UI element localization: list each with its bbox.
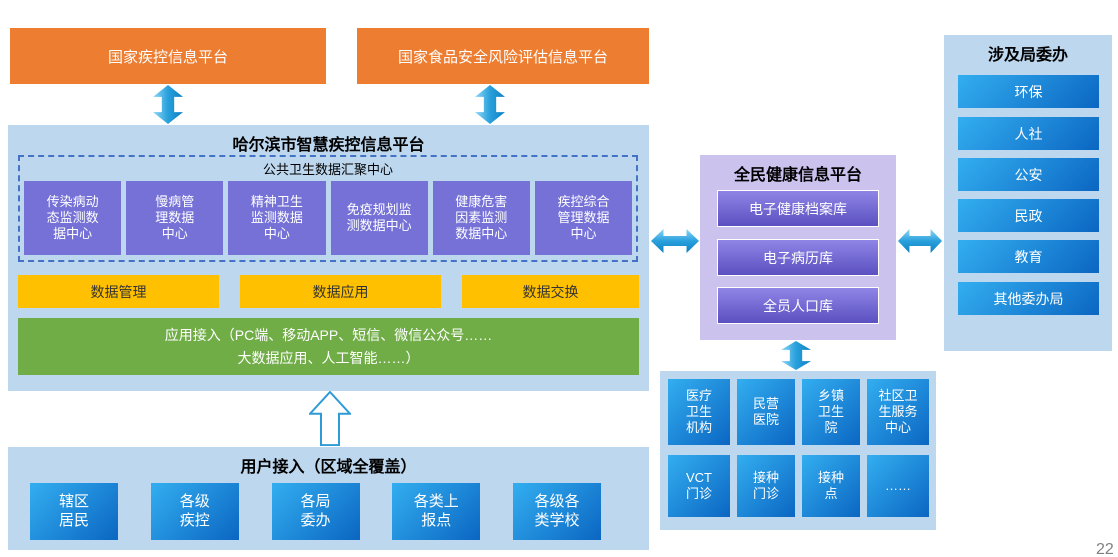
page-number: 22 xyxy=(1096,541,1114,557)
data-center-infectious-disease: 传染病动 态监测数 据中心 xyxy=(24,181,122,255)
harbin-platform-title: 哈尔滨市智慧疾控信息平台 xyxy=(232,137,425,154)
data-centers-row: 传染病动 态监测数 据中心 慢病管 理数据 中心 精神卫生 监测数据 中心 免疫… xyxy=(24,181,633,255)
up-arrow-users-to-platform-icon xyxy=(309,391,351,446)
bureaus-panel: 涉及局委办 环保 人社 公安 民政 教育 其他委办局 xyxy=(944,35,1112,351)
data-center-chronic-disease: 慢病管 理数据 中心 xyxy=(126,181,224,255)
double-arrow-food-to-platform-icon xyxy=(475,85,505,124)
function-box-data-management: 数据管理 xyxy=(18,275,219,308)
health-box-population: 全员人口库 xyxy=(717,287,879,324)
inst-box-community-centers: 社区卫 生服务 中心 xyxy=(867,379,929,445)
user-access-row: 辖区 居民 各级 疾控 各局 委办 各类上 报点 各级各 类学校 xyxy=(30,483,601,540)
bureau-box-public-security: 公安 xyxy=(958,158,1099,191)
health-platform-title: 全民健康信息平台 xyxy=(733,167,862,184)
bureau-box-hr-social: 人社 xyxy=(958,117,1099,150)
bureaus-title: 涉及局委办 xyxy=(987,47,1068,64)
user-access-panel: 用户接入（区域全覆盖） 辖区 居民 各级 疾控 各局 委办 各类上 报点 各级各… xyxy=(8,447,649,550)
data-center-health-hazard: 健康危害 因素监测 数据中心 xyxy=(432,181,530,255)
health-info-platform-panel: 全民健康信息平台 电子健康档案库 电子病历库 全员人口库 xyxy=(700,155,896,340)
national-food-safety-platform-box: 国家食品安全风险评估信息平台 xyxy=(357,28,649,84)
data-center-mental-health: 精神卫生 监测数据 中心 xyxy=(228,181,326,255)
user-box-bureaus: 各局 委办 xyxy=(271,483,360,540)
inst-box-vaccination-clinic: 接种 门诊 xyxy=(737,455,795,517)
double-arrow-health-to-bureaus-icon xyxy=(898,229,942,253)
data-center-comprehensive-mgmt: 疾控综合 管理数据 中心 xyxy=(534,181,633,255)
bureau-box-civil-affairs: 民政 xyxy=(958,199,1099,232)
user-box-schools: 各级各 类学校 xyxy=(513,483,601,540)
health-box-emr: 电子病历库 xyxy=(717,239,879,276)
function-box-data-exchange: 数据交换 xyxy=(462,275,639,308)
user-box-residents: 辖区 居民 xyxy=(30,483,118,540)
double-arrow-health-to-institutions-icon xyxy=(781,341,811,370)
inst-box-vaccination-point: 接种 点 xyxy=(802,455,860,517)
app-access-box: 应用接入（PC端、移动APP、短信、微信公众号…… 大数据应用、人工智能……） xyxy=(18,318,639,375)
data-hub-title: 公共卫生数据汇聚中心 xyxy=(262,162,393,177)
national-cdc-platform-box: 国家疾控信息平台 xyxy=(10,28,326,84)
user-box-cdc-levels: 各级 疾控 xyxy=(150,483,239,540)
data-center-immunization: 免疫规划监 测数据中心 xyxy=(330,181,428,255)
inst-box-vct-clinic: VCT 门诊 xyxy=(668,455,730,517)
user-box-reporting-points: 各类上 报点 xyxy=(392,483,481,540)
inst-box-private-hospitals: 民营 医院 xyxy=(737,379,795,445)
bureau-box-other: 其他委办局 xyxy=(958,282,1099,315)
double-arrow-platform-to-health-icon xyxy=(651,229,699,253)
inst-box-medical-institutions: 医疗 卫生 机构 xyxy=(668,379,730,445)
bureau-box-education: 教育 xyxy=(958,240,1099,273)
public-health-data-hub: 公共卫生数据汇聚中心 传染病动 态监测数 据中心 慢病管 理数据 中心 精神卫生… xyxy=(18,155,638,262)
inst-box-township-clinics: 乡镇 卫生 院 xyxy=(802,379,860,445)
health-box-ehr: 电子健康档案库 xyxy=(717,190,879,227)
function-box-data-application: 数据应用 xyxy=(240,275,441,308)
harbin-smart-cdc-platform-panel: 哈尔滨市智慧疾控信息平台 公共卫生数据汇聚中心 传染病动 态监测数 据中心 慢病… xyxy=(8,125,649,391)
double-arrow-cdc-to-platform-icon xyxy=(153,85,183,124)
inst-box-ellipsis: …… xyxy=(867,455,929,517)
bureau-box-environment: 环保 xyxy=(958,75,1099,108)
institutions-panel: 医疗 卫生 机构 民营 医院 乡镇 卫生 院 社区卫 生服务 中心 VCT 门诊… xyxy=(660,371,936,530)
user-access-title: 用户接入（区域全覆盖） xyxy=(240,459,417,476)
